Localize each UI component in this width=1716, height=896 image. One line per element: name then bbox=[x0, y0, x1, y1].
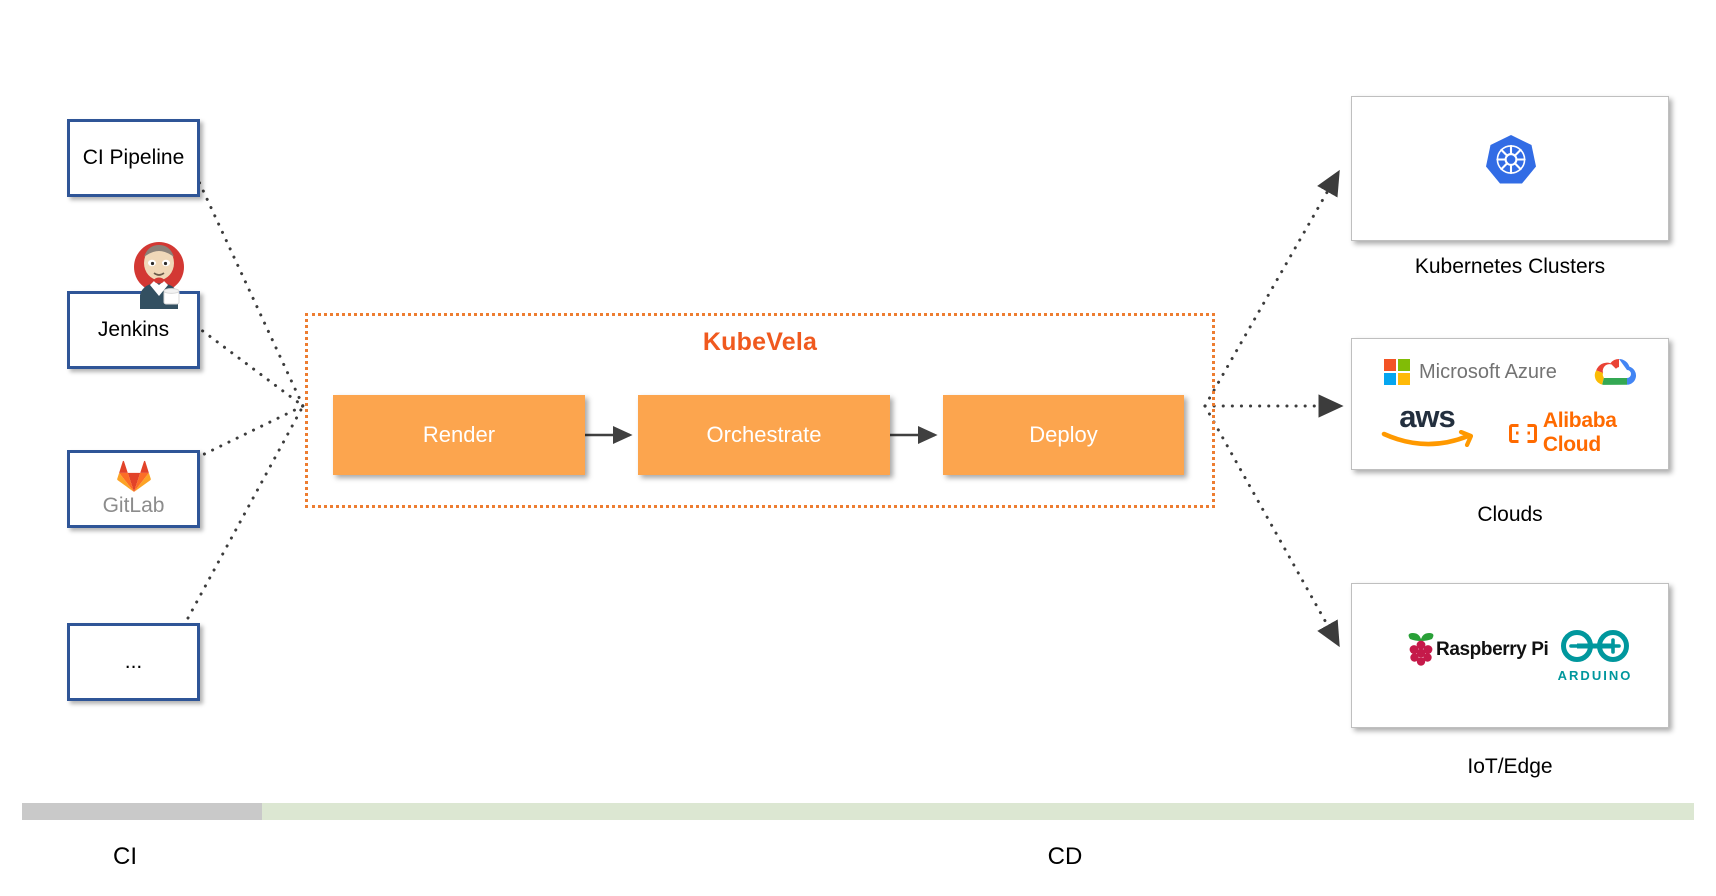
stage-label-orchestrate: Orchestrate bbox=[706, 422, 822, 447]
stage-orchestrate[interactable]: Orchestrate bbox=[638, 395, 890, 475]
alibaba-cloud-label: Alibaba Cloud bbox=[1542, 409, 1617, 456]
wire-more-to-kubevela bbox=[186, 404, 305, 620]
stage-deploy[interactable]: Deploy bbox=[943, 395, 1184, 475]
aws-icon: aws bbox=[1379, 399, 1475, 452]
target-caption-iot-edge: IoT/Edge bbox=[1467, 755, 1553, 778]
kubevela-group bbox=[305, 313, 1215, 508]
aws-label: aws bbox=[1399, 399, 1456, 434]
microsoft-squares-icon bbox=[1384, 359, 1410, 385]
arduino-icon: ARDUINO bbox=[1552, 629, 1638, 683]
band-cd bbox=[262, 803, 1694, 820]
target-caption-kubernetes-clusters: Kubernetes Clusters bbox=[1414, 255, 1606, 278]
wire-jenkins-to-kubevela bbox=[186, 318, 305, 408]
source-label-gitlab: GitLab bbox=[102, 494, 165, 517]
source-box-ci-pipeline[interactable]: CI Pipeline bbox=[67, 119, 200, 197]
stage-label-render: Render bbox=[422, 422, 496, 447]
target-box-kubernetes-clusters[interactable] bbox=[1351, 96, 1669, 241]
source-label-more: ... bbox=[124, 650, 143, 674]
gitlab-fox-icon bbox=[116, 460, 151, 492]
alibaba-mark-icon bbox=[1509, 423, 1537, 443]
target-box-clouds[interactable]: Microsoft Azure aws Alibaba Cloud bbox=[1351, 338, 1669, 470]
stage-label-deploy: Deploy bbox=[1029, 422, 1098, 447]
band-ci bbox=[22, 803, 262, 820]
raspberry-pi-icon: Raspberry Pi bbox=[1404, 632, 1549, 668]
source-box-gitlab[interactable]: GitLab bbox=[67, 450, 200, 528]
wire-ci-pipeline-to-kubevela bbox=[186, 156, 305, 408]
google-cloud-icon bbox=[1594, 359, 1637, 385]
arduino-label: ARDUINO bbox=[1557, 668, 1633, 683]
raspberry-pi-berry-icon bbox=[1408, 633, 1434, 666]
wire-gitlab-to-kubevela bbox=[186, 404, 305, 464]
wire-kubevela-to-iot-edge bbox=[1203, 404, 1340, 648]
kubernetes-helm-icon bbox=[1486, 135, 1536, 184]
raspberry-pi-label: Raspberry Pi bbox=[1436, 639, 1549, 660]
stage-render[interactable]: Render bbox=[333, 395, 585, 475]
jenkins-butler-icon bbox=[134, 242, 184, 309]
source-box-more[interactable]: ... bbox=[67, 623, 200, 701]
source-label-jenkins: Jenkins bbox=[97, 318, 170, 342]
kubevela-title: KubeVela bbox=[702, 328, 818, 356]
microsoft-azure-icon: Microsoft Azure bbox=[1384, 359, 1557, 385]
band-label-cd: CD bbox=[1047, 843, 1083, 870]
source-label-ci-pipeline: CI Pipeline bbox=[82, 146, 185, 170]
target-box-iot-edge[interactable]: Raspberry Pi ARDUINO bbox=[1351, 583, 1669, 728]
gitlab-logo-group: GitLab bbox=[102, 460, 165, 518]
band-label-ci: CI bbox=[113, 843, 137, 870]
microsoft-azure-label: Microsoft Azure bbox=[1419, 360, 1557, 383]
wire-kubevela-to-kubernetes bbox=[1203, 169, 1340, 408]
target-caption-clouds: Clouds bbox=[1477, 503, 1543, 526]
arduino-infinity-icon bbox=[1561, 630, 1629, 662]
aws-smile-icon bbox=[1381, 430, 1474, 448]
alibaba-cloud-icon: Alibaba Cloud bbox=[1509, 409, 1668, 457]
